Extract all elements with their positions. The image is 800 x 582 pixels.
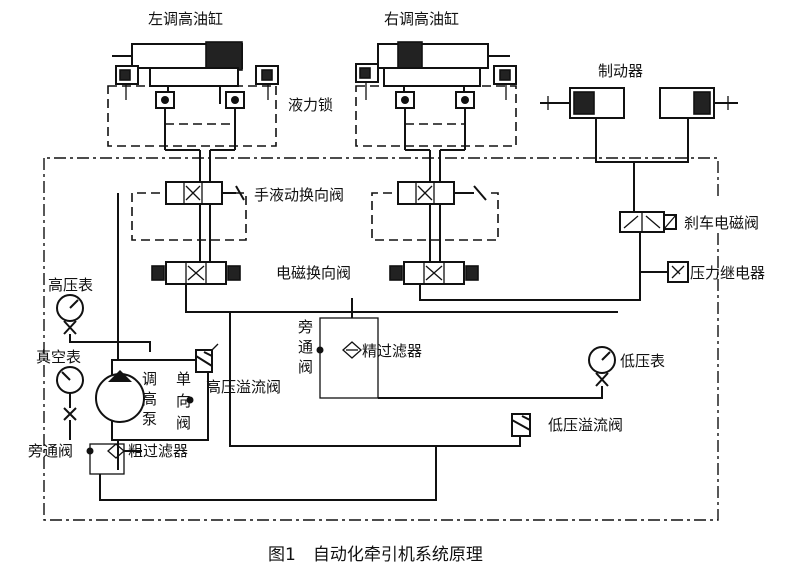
- label-high-pressure-gauge: 高压表: [48, 276, 93, 294]
- label-coarse-filter: 粗过滤器: [128, 442, 188, 460]
- label-hydraulic-lock: 液力锁: [288, 96, 333, 114]
- right-cylinder-side-valves: [355, 63, 517, 100]
- pump-assembly: [95, 359, 209, 441]
- label-low-pressure-gauge: 低压表: [620, 352, 665, 370]
- system-boundary: [43, 157, 719, 521]
- high-relief-valve: [195, 343, 219, 373]
- solenoid-valve-left: [151, 261, 241, 285]
- coarse-filter-assembly: [86, 443, 437, 501]
- label-fine-filter: 精过滤器: [362, 342, 422, 360]
- label-pump-3: 泵: [142, 410, 157, 428]
- brake-left: [540, 87, 625, 152]
- label-pressure-relay: 压力继电器: [690, 264, 765, 282]
- brake-line: [595, 152, 689, 212]
- valve-vertical-lines: [185, 204, 641, 313]
- brake-right: [659, 87, 738, 152]
- label-pump-1: 调: [142, 370, 157, 388]
- right-cylinder: [377, 41, 510, 104]
- manual-valve-right: [397, 181, 487, 205]
- label-brake-solenoid-valve: 刹车电磁阀: [684, 214, 759, 232]
- label-right-cylinder: 右调高油缸: [384, 10, 459, 28]
- figure-caption: 图1 自动化牵引机系统原理: [268, 545, 483, 565]
- label-bypass-bottom: 旁通阀: [28, 442, 73, 460]
- label-check-1: 单: [176, 370, 191, 388]
- label-left-cylinder: 左调高油缸: [148, 10, 223, 28]
- vacuum-gauge: [56, 366, 84, 440]
- label-check-3: 阀: [176, 414, 191, 432]
- label-low-relief-valve: 低压溢流阀: [548, 416, 623, 434]
- label-high-relief-valve: 高压溢流阀: [206, 378, 281, 396]
- left-hydraulic-lock: [107, 85, 277, 182]
- solenoid-valve-right: [389, 261, 479, 285]
- manual-valve-pilot-lines: [131, 192, 499, 241]
- manual-valve-left: [165, 181, 245, 205]
- brake-solenoid-valve: [619, 211, 677, 233]
- low-pressure-gauge: [378, 346, 616, 399]
- right-hydraulic-lock: [355, 85, 517, 182]
- label-bypass-top-3: 阀: [298, 358, 313, 376]
- label-manual-valve: 手液动换向阀: [254, 186, 344, 204]
- label-check-2: 向: [176, 392, 191, 410]
- label-bypass-top-2: 通: [298, 338, 313, 356]
- low-relief-valve: [511, 413, 531, 437]
- left-cylinder-side-valves: [115, 65, 279, 100]
- label-bypass-top-1: 旁: [298, 318, 313, 336]
- pressure-relay: [640, 261, 689, 283]
- label-pump-2: 高: [142, 390, 157, 408]
- label-solenoid-valve: 电磁换向阀: [276, 264, 351, 282]
- label-vacuum-gauge: 真空表: [36, 348, 81, 366]
- high-pressure-gauge: [56, 294, 151, 352]
- fine-filter-assembly: [316, 298, 379, 399]
- label-brake: 制动器: [598, 62, 643, 80]
